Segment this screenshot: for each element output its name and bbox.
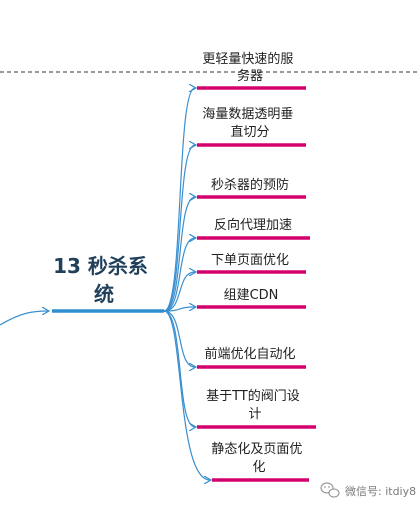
branch-connector-3 xyxy=(163,197,195,312)
branch-2-line-2: 直切分 xyxy=(230,125,269,140)
branch-connector-5 xyxy=(163,272,195,312)
branch-8-line-2: 计 xyxy=(248,407,261,422)
watermark: 微信号: itdiy8 xyxy=(320,482,416,498)
central-topic-line-2: 统 xyxy=(94,282,114,306)
branch-connectors xyxy=(163,88,210,480)
branch-node-5[interactable]: 下单页面优化 xyxy=(211,253,289,268)
branch-9-line-1: 静态化及页面优 xyxy=(211,442,302,457)
branch-connector-1 xyxy=(163,88,195,312)
central-topic[interactable]: 13 秒杀系 统 xyxy=(53,254,155,306)
branch-8-line-1: 基于TT的阀门设 xyxy=(206,388,300,404)
branch-6-line-1: 组建CDN xyxy=(224,288,279,303)
wechat-icon xyxy=(320,482,340,498)
branch-7-line-1: 前端优化自动化 xyxy=(204,346,295,362)
branch-9-line-2: 化 xyxy=(252,460,265,475)
branch-node-6[interactable]: 组建CDN xyxy=(224,288,279,303)
branch-1-line-1: 更轻量快速的服 xyxy=(202,51,293,67)
branch-3-line-1: 秒杀器的预防 xyxy=(211,177,289,193)
branch-4-line-1: 反向代理加速 xyxy=(214,217,292,233)
branch-node-3[interactable]: 秒杀器的预防 xyxy=(211,177,289,193)
branch-connector-8 xyxy=(163,310,195,427)
branch-node-4[interactable]: 反向代理加速 xyxy=(214,217,292,233)
branch-connector-4 xyxy=(163,238,195,312)
branch-labels: 更轻量快速的服 务器 海量数据透明垂 直切分 秒杀器的预防 反向代理加速 下单页… xyxy=(202,51,306,475)
branch-connector-6 xyxy=(163,307,195,312)
branch-node-8[interactable]: 基于TT的阀门设 计 xyxy=(206,388,304,422)
watermark-text: 微信号: itdiy8 xyxy=(345,484,416,498)
branch-2-line-1: 海量数据透明垂 xyxy=(202,107,293,122)
branch-node-2[interactable]: 海量数据透明垂 直切分 xyxy=(202,107,297,140)
branch-connector-7 xyxy=(163,310,195,367)
branch-connector-2 xyxy=(163,145,195,312)
branch-connector-9 xyxy=(163,310,210,480)
branch-5-line-1: 下单页面优化 xyxy=(211,253,289,268)
branch-node-9[interactable]: 静态化及页面优 化 xyxy=(211,442,306,475)
branch-underlines xyxy=(197,86,316,482)
central-topic-line-1: 13 秒杀系 xyxy=(53,254,148,278)
branch-1-line-2: 务器 xyxy=(237,68,263,84)
branch-node-7[interactable]: 前端优化自动化 xyxy=(204,346,295,362)
incoming-connector xyxy=(0,311,48,326)
branch-node-1[interactable]: 更轻量快速的服 务器 xyxy=(202,51,297,84)
